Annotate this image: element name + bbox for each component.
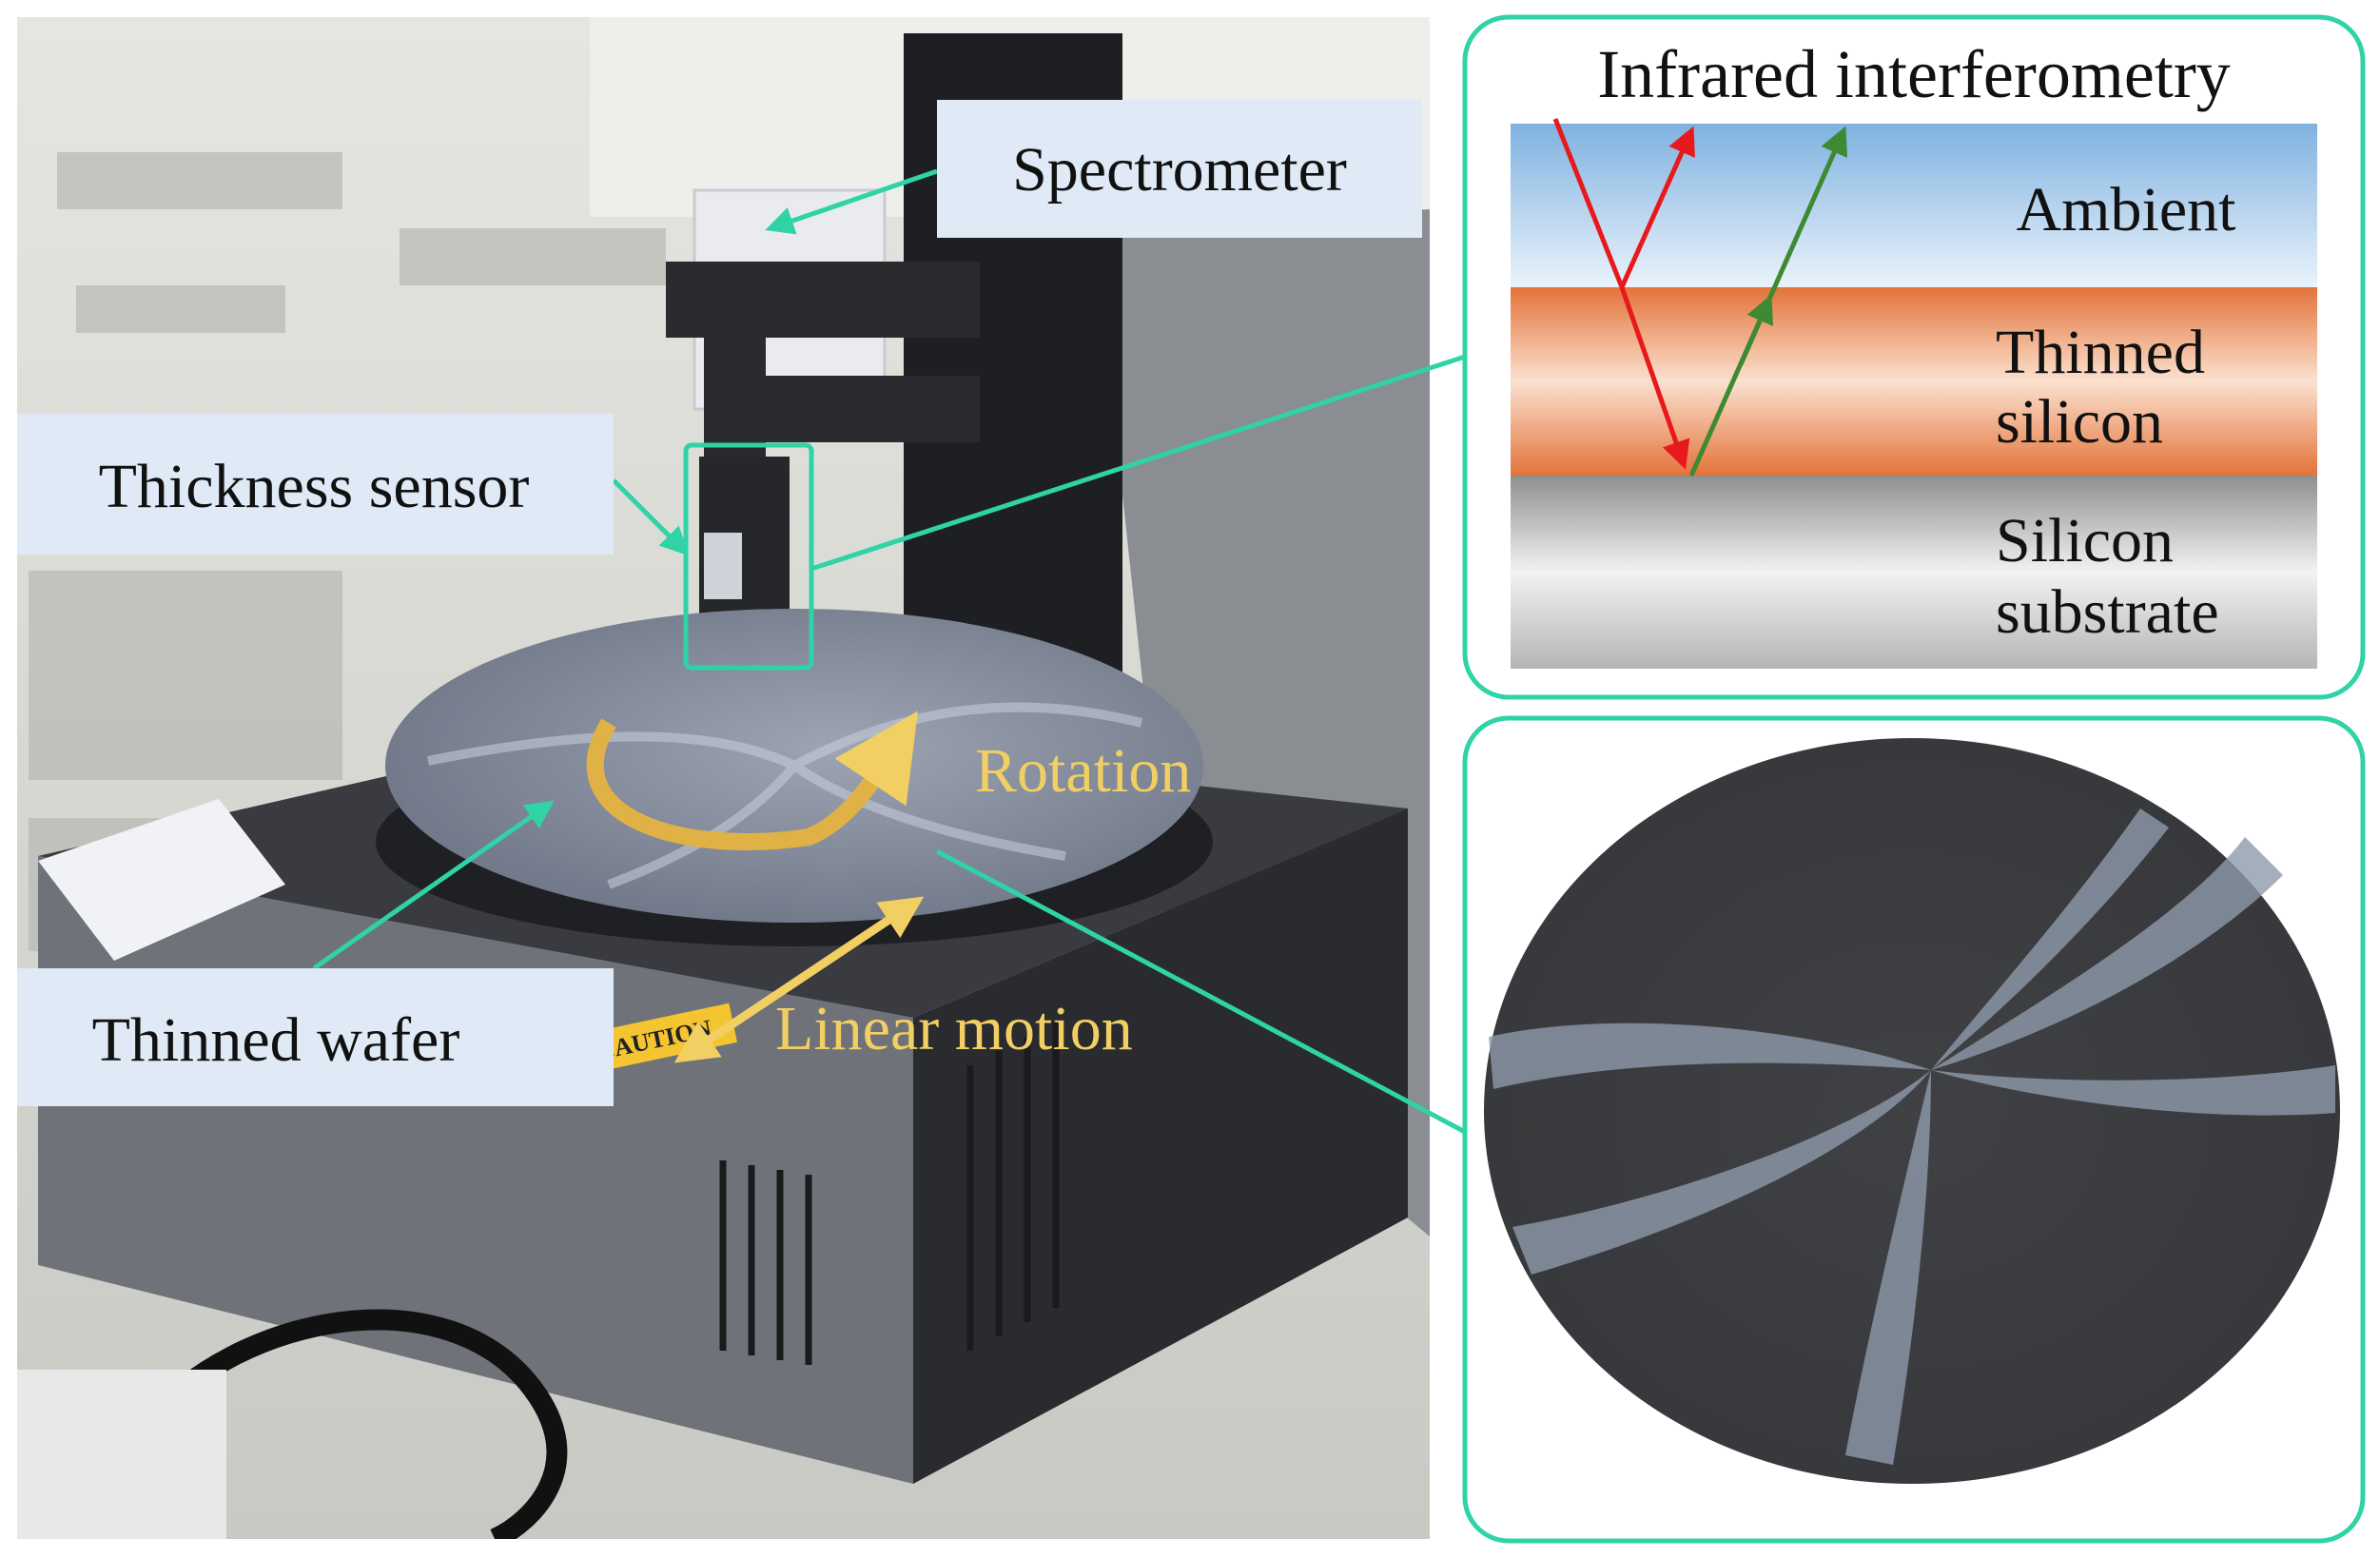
linear-motion-label: Linear motion	[775, 994, 1133, 1063]
layer-thinned-label-1: Thinned	[1996, 318, 2205, 387]
layer-thinned-label-2: silicon	[1996, 387, 2163, 457]
linear-motion-arrow	[673, 896, 925, 1063]
spectrometer-label-text: Spectrometer	[1012, 135, 1347, 204]
thinned-wafer-label-text: Thinned wafer	[92, 1005, 460, 1075]
stage-vents	[719, 1022, 1060, 1365]
sensor-arm-lower	[751, 376, 980, 442]
sensor-mount	[704, 323, 766, 466]
wafer-callout-arrow	[312, 800, 555, 971]
thickness-sensor-label	[704, 533, 742, 599]
layer-substrate-label-2: substrate	[1996, 577, 2219, 647]
sensor-to-inset-line	[810, 354, 1466, 572]
thickness-sensor-label-text: Thickness sensor	[99, 452, 530, 521]
spectrometer-callout-arrow	[765, 168, 938, 235]
layer-ambient-label: Ambient	[2017, 175, 2236, 244]
rotation-arrow	[586, 711, 918, 850]
power-outlet	[17, 1370, 226, 1539]
layer-substrate-label-1: Silicon	[1996, 506, 2174, 575]
wafer-inset	[1462, 715, 2366, 1544]
interferometry-inset: Infrared interferometry Ambient Thinned …	[1462, 14, 2366, 700]
power-cable	[134, 1309, 568, 1539]
incident-ray	[1552, 118, 1625, 288]
wafer-closeup-swirl	[1489, 808, 2335, 1465]
sensor-callout-arrow	[612, 478, 690, 556]
stage-body-side	[913, 808, 1408, 1484]
callout-arrows	[312, 168, 1467, 1135]
interferometry-title: Infrared interferometry	[1597, 36, 2231, 112]
thinned-wafer-label-box: Thinned wafer	[17, 968, 614, 1106]
refracted-ray	[1619, 286, 1690, 470]
layer-thinned-silicon	[1511, 287, 2317, 476]
rotation-label: Rotation	[975, 736, 1191, 806]
spectrometer-label: Spectrometer	[937, 100, 1422, 238]
interface-reflected-ray-mid-arrow	[1738, 294, 1774, 366]
equipment-photo: CAUTION	[17, 17, 1430, 1539]
layer-ambient	[1511, 124, 2317, 287]
sensor-highlight-box	[683, 442, 814, 671]
paper-pouch	[38, 799, 285, 961]
wafer-closeup	[1484, 738, 2340, 1484]
wafer-to-inset-line	[935, 848, 1467, 1135]
thickness-sensor-label-box: Thickness sensor	[17, 414, 614, 555]
layer-silicon-substrate	[1511, 476, 2317, 669]
surface-reflected-ray	[1619, 126, 1695, 289]
